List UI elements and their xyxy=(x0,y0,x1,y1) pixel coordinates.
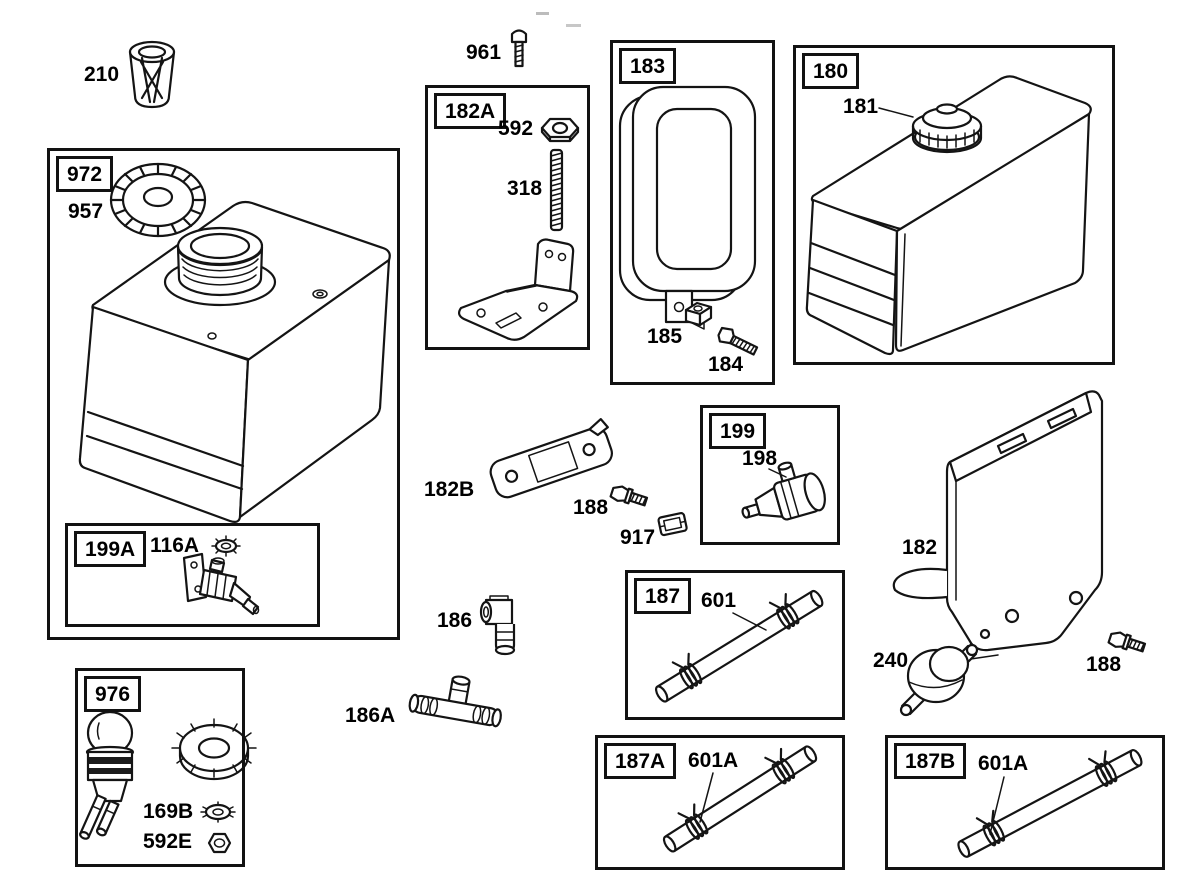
group-label-180: 180 xyxy=(802,53,860,89)
part-label-592: 592 xyxy=(498,117,534,140)
part-976-filter-bowl xyxy=(79,710,135,840)
part-label-198: 198 xyxy=(742,447,778,470)
part-label-917: 917 xyxy=(620,526,656,549)
part-972-fuel-tank xyxy=(78,200,391,523)
group-label-187: 187 xyxy=(634,578,692,614)
part-183-retainer-frame xyxy=(618,85,757,330)
leader-601A-a xyxy=(699,772,714,823)
part-label-116A: 116A xyxy=(150,534,200,557)
part-184-screw xyxy=(717,326,759,356)
part-label-186A: 186A xyxy=(345,704,396,727)
group-label-187B: 187B xyxy=(894,743,967,779)
part-601-fuel-hose xyxy=(654,589,824,703)
part-label-182B: 182B xyxy=(424,478,475,501)
part-186-elbow-fitting xyxy=(479,595,516,656)
hose-clamp xyxy=(764,747,796,785)
part-label-169B: 169B xyxy=(143,800,194,823)
part-label-186: 186 xyxy=(437,609,473,632)
part-169B-washer xyxy=(200,801,236,823)
part-198-valve xyxy=(741,461,826,521)
part-label-240: 240 xyxy=(873,649,909,672)
group-box-187: 187 xyxy=(625,570,845,720)
part-917-clip xyxy=(657,512,688,537)
group-label-182A: 182A xyxy=(434,93,507,129)
part-label-957: 957 xyxy=(68,200,104,223)
part-label-184: 184 xyxy=(708,353,744,376)
group-box-180: 180 xyxy=(793,45,1115,365)
group-box-972: 972 xyxy=(47,148,400,640)
group-label-187A: 187A xyxy=(604,743,677,779)
part-182A-bracket xyxy=(457,238,579,341)
group-box-182A: 182A xyxy=(425,85,590,350)
part-label-182: 182 xyxy=(902,536,938,559)
part-label-318: 318 xyxy=(507,177,543,200)
part-592E-nut xyxy=(207,832,232,854)
part-182-mounting-bracket xyxy=(892,390,1104,661)
part-116A-washer xyxy=(211,535,241,557)
part-label-188-left: 188 xyxy=(573,496,609,519)
part-label-210: 210 xyxy=(84,63,120,86)
part-181-fuel-cap xyxy=(911,103,983,154)
leader-198 xyxy=(768,468,787,478)
part-601A-fuel-hose-b xyxy=(957,748,1143,858)
group-box-183: 183 xyxy=(610,40,775,385)
group-label-199: 199 xyxy=(709,413,767,449)
leader-181 xyxy=(878,107,914,118)
part-label-601A-a: 601A xyxy=(688,749,739,772)
hose-clamp xyxy=(677,803,709,840)
part-185-square-nut xyxy=(684,301,713,327)
part-label-601: 601 xyxy=(701,589,737,612)
group-label-183: 183 xyxy=(619,48,677,84)
part-label-592E: 592E xyxy=(143,830,193,853)
leader-601A-b xyxy=(989,776,1005,835)
leader-601 xyxy=(732,612,767,631)
group-box-187A: 187A xyxy=(595,735,845,870)
part-label-601A-b: 601A xyxy=(978,752,1029,775)
hose-clamp xyxy=(671,652,703,690)
part-601A-fuel-hose-a xyxy=(662,745,818,853)
group-box-199: 199 xyxy=(700,405,840,545)
part-182B-bracket xyxy=(489,418,613,499)
part-label-185: 185 xyxy=(647,325,683,348)
part-592-nut xyxy=(540,117,580,143)
group-label-199A: 199A xyxy=(74,531,147,567)
part-188-screw-left xyxy=(609,485,649,507)
part-188-screw-right xyxy=(1107,631,1147,653)
part-186A-tee-fitting xyxy=(408,675,502,728)
part-label-188-right: 188 xyxy=(1086,653,1122,676)
group-label-976: 976 xyxy=(84,676,142,712)
part-199A-shutoff-valve xyxy=(182,552,260,616)
group-label-972: 972 xyxy=(56,156,114,192)
part-961-screw xyxy=(510,29,528,68)
part-957-fuel-cap xyxy=(109,162,207,238)
group-box-187B: 187B xyxy=(885,735,1165,870)
group-box-976: 976 xyxy=(75,668,245,867)
hose-clamp xyxy=(1088,750,1118,787)
part-240-fuel-filter xyxy=(899,643,979,717)
part-210-strainer xyxy=(128,40,176,109)
hose-clamp xyxy=(768,593,800,630)
part-318-stud xyxy=(549,148,564,232)
scan-artifacts xyxy=(536,12,581,27)
group-box-199A: 199A xyxy=(65,523,320,627)
part-label-181: 181 xyxy=(843,95,879,118)
part-976-ring-nut xyxy=(171,718,257,781)
part-label-961: 961 xyxy=(466,41,502,64)
